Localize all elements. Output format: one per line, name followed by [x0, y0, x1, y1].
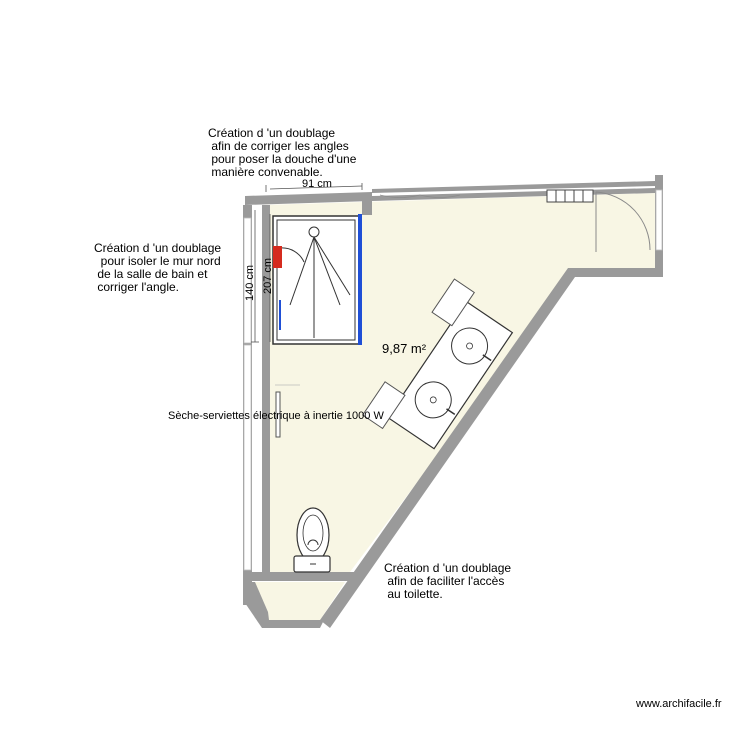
- wall-radiator: [546, 189, 594, 203]
- door: [595, 191, 651, 252]
- dim-shower-height: 207 cm: [262, 257, 274, 295]
- dim-top-width: 91 cm: [302, 178, 332, 190]
- toilet-access-floor: [255, 582, 345, 620]
- watermark: www.archifacile.fr: [636, 698, 722, 710]
- note-left-doublage: Création d 'un doublage pour isoler le m…: [94, 241, 222, 294]
- shower-mixer: [273, 246, 282, 268]
- toilet: [293, 507, 331, 573]
- towel-heater: [275, 384, 300, 438]
- area-label: 9,87 m²: [382, 341, 427, 356]
- dimension-lines: [251, 183, 363, 343]
- dim-wall-height: 140 cm: [244, 264, 256, 302]
- note-top-doublage: Création d 'un doublage afin de corriger…: [208, 126, 357, 179]
- note-bottom-doublage: Création d 'un doublage afin de facilite…: [384, 561, 512, 601]
- left-window: [243, 217, 252, 571]
- double-vanity: [362, 278, 514, 450]
- heater-label: Sèche-serviettes électrique à inertie 10…: [168, 410, 384, 422]
- shower: [272, 214, 362, 345]
- right-window: [655, 189, 663, 251]
